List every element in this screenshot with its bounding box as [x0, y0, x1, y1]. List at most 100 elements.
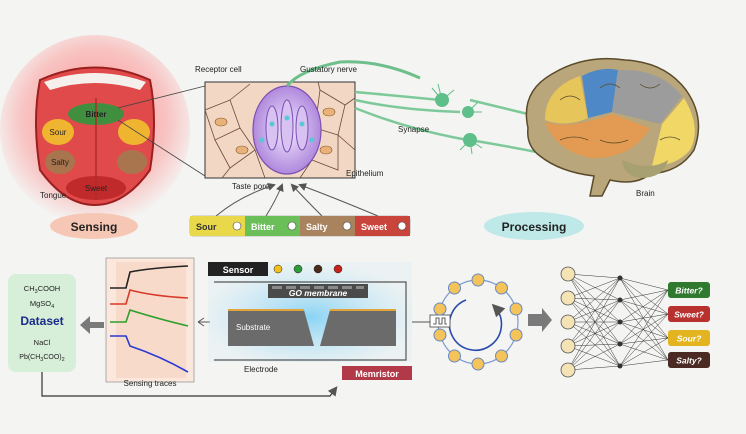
- arrow-to-dataset-icon: [80, 316, 104, 334]
- taste-chip-label: Sour: [196, 222, 217, 232]
- salty-region-right: [117, 150, 147, 174]
- taste-chip-sour: Sour: [190, 216, 245, 236]
- sensor-device: Sensor GO membrane Substrate Electrode M…: [208, 262, 412, 380]
- sensing-label: Sensing: [71, 220, 118, 234]
- chemical-4: Pb(CH3COO)2: [19, 354, 64, 363]
- gustatory-nerve-label: Gustatory nerve: [300, 65, 357, 74]
- synapse-label: Synapse: [398, 125, 430, 134]
- taste-chip-salty: Salty: [300, 216, 355, 236]
- taste-chip-label: Bitter: [251, 222, 275, 232]
- molecule-icon: [293, 264, 303, 274]
- recurrence-arrow-icon: [448, 299, 506, 351]
- molecule-icon: [273, 264, 283, 274]
- output-salty: Salty?: [668, 352, 710, 368]
- processing-bubble: [484, 212, 584, 240]
- dataset-panel: CH3COOH MgSO4 Dataset NaCl Pb(CH3COO)2: [8, 274, 76, 372]
- taste-chip-label: Salty: [306, 222, 328, 232]
- taste-dot-icon: [342, 221, 352, 231]
- output-label: Sweet?: [674, 310, 705, 320]
- neural-pathway: Synapse: [354, 83, 576, 162]
- hidden-neuron: [617, 297, 623, 303]
- reservoir-node: [471, 357, 485, 371]
- zoom-lines: [117, 85, 206, 177]
- receptor-cell-label: Receptor cell: [195, 65, 242, 74]
- hidden-neuron: [617, 275, 623, 281]
- salty-region-left: [45, 150, 75, 174]
- tongue-label: Tongue: [40, 191, 67, 200]
- sour-region-left: [42, 119, 74, 145]
- taste-chip-bar: Sour Bitter Salty Sweet: [189, 215, 411, 237]
- input-neuron: [560, 338, 576, 354]
- processing-label: Processing: [502, 220, 567, 234]
- taste-chip-bitter: Bitter: [245, 216, 300, 236]
- chemical-1: CH3COOH: [24, 284, 60, 295]
- input-neuron: [560, 314, 576, 330]
- taste-molecules: [273, 264, 343, 274]
- sensing-traces-panel: Sensing traces: [105, 257, 195, 388]
- taste-chip-label: Sweet: [361, 222, 387, 232]
- molecule-icon: [333, 264, 343, 274]
- dataset-label: Dataset: [20, 314, 63, 328]
- taste-dot-icon: [397, 221, 407, 231]
- molecule-icon: [313, 264, 323, 274]
- reservoir-node: [495, 281, 509, 295]
- reservoir-node: [447, 349, 461, 363]
- hidden-neuron: [617, 363, 623, 369]
- output-sour: Sour?: [668, 330, 710, 346]
- reservoir-ring: [429, 273, 523, 371]
- substrate-label: Substrate: [236, 323, 271, 332]
- sensor-tag: [208, 262, 268, 276]
- sensor-label: Sensor: [223, 265, 254, 275]
- sour-label: Sour: [50, 128, 67, 137]
- taste-pore-label: Taste pore: [232, 182, 270, 191]
- epithelium-label: Epithelium: [346, 169, 384, 178]
- go-membrane-label: GO membrane: [289, 288, 348, 298]
- taste-dot-icon: [232, 221, 242, 231]
- reservoir-node: [509, 328, 523, 342]
- trace-black: [110, 265, 189, 289]
- output-label: Bitter?: [675, 286, 703, 296]
- reservoir-node: [447, 281, 461, 295]
- output-label: Sour?: [677, 334, 702, 344]
- hidden-neuron: [617, 319, 623, 325]
- chemical-3: NaCl: [34, 338, 51, 347]
- memristor-tag: [342, 366, 412, 380]
- chemical-2: MgSO4: [30, 299, 54, 310]
- substrate-right: [320, 310, 396, 346]
- pulse-input-icon: [429, 314, 451, 328]
- feedback-arrow: [41, 372, 338, 397]
- sensing-bubble: [50, 213, 138, 239]
- hidden-neuron: [617, 341, 623, 347]
- reservoir-node: [495, 349, 509, 363]
- dataset-box: [8, 274, 76, 372]
- taste-bud-panel: Receptor cell Gustatory nerve Epithelium…: [195, 60, 421, 191]
- trace-blue: [110, 335, 189, 373]
- bitter-label: Bitter: [86, 110, 107, 119]
- arrow-to-network-icon: [528, 308, 552, 332]
- electrode-wire: [214, 281, 407, 361]
- input-neuron: [560, 290, 576, 306]
- output-label: Salty?: [676, 356, 702, 366]
- taste-pore-arrows: [215, 183, 379, 217]
- neural-network: [560, 266, 669, 378]
- reservoir-node: [433, 328, 447, 342]
- output-labels: Bitter? Sweet? Sour? Salty?: [668, 282, 710, 368]
- taste-chip-sweet: Sweet: [355, 216, 410, 236]
- teeth-icon: [44, 73, 146, 90]
- brain-icon: Brain: [525, 57, 700, 198]
- reservoir-node: [509, 302, 523, 316]
- brain-label: Brain: [636, 189, 655, 198]
- taste-dot-icon: [287, 221, 297, 231]
- sweet-label: Sweet: [85, 184, 108, 193]
- salty-label: Salty: [51, 158, 69, 167]
- sensing-traces-label: Sensing traces: [124, 379, 177, 388]
- substrate-left: [228, 310, 314, 346]
- input-neuron: [560, 266, 576, 282]
- trace-red: [110, 289, 189, 305]
- trace-green: [110, 308, 189, 327]
- memristor-label: Memristor: [355, 369, 399, 379]
- output-bitter: Bitter?: [668, 282, 710, 298]
- electrode-label: Electrode: [244, 365, 278, 374]
